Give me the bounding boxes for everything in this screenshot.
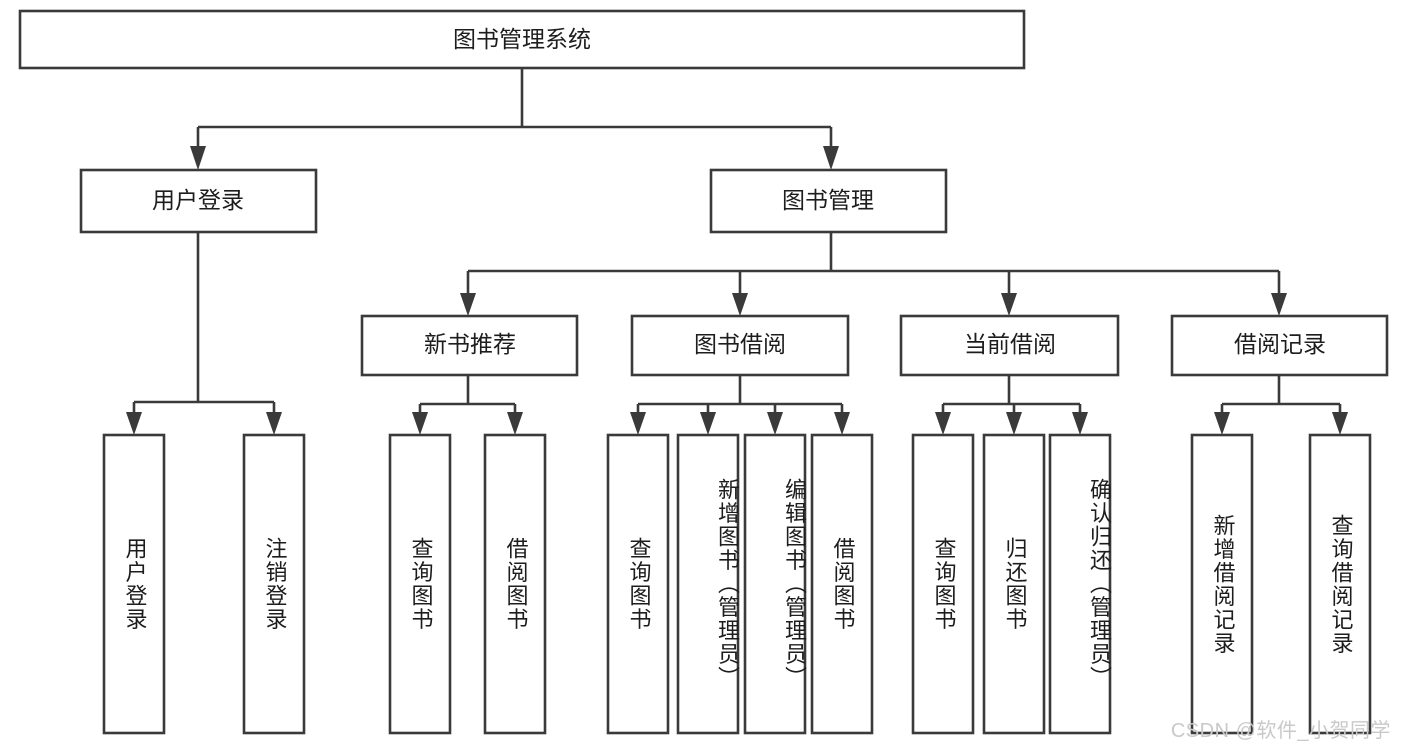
connector-group-userlogin-to-leaves: [126, 232, 282, 435]
arrowhead-new-book-rec: [460, 293, 476, 316]
node-user-login-label: 用户登录: [152, 187, 244, 213]
arrowhead-leaf-br-query: [1332, 412, 1348, 435]
leaf-box-br-query-record[interactable]: [1308, 433, 1372, 735]
node-book-management-box[interactable]: [709, 168, 948, 234]
arrowhead-leaf-nbr-borrow: [507, 412, 523, 435]
arrowhead-book-mgmt: [823, 146, 839, 170]
arrowhead-leaf-br-add: [1214, 412, 1230, 435]
node-current-borrow-label: 当前借阅: [964, 331, 1056, 357]
connector-group-root-to-level1: [190, 68, 839, 170]
arrowhead-user-login: [190, 146, 206, 170]
node-book-management-label: 图书管理: [782, 187, 874, 213]
arrowhead-borrow-record: [1271, 293, 1287, 316]
connector-group-currentborrow-to-leaves: [935, 375, 1088, 435]
leaf-boxes-group: [102, 433, 1372, 735]
arrowhead-leaf-bb-edit: [767, 412, 783, 435]
node-root-label: 图书管理系统: [453, 26, 591, 52]
leaf-box-br-add-record[interactable]: [1190, 433, 1254, 735]
node-book-management[interactable]: 图书管理: [709, 168, 948, 234]
node-borrow-record-label: 借阅记录: [1234, 331, 1326, 357]
node-user-login[interactable]: 用户登录: [79, 168, 318, 234]
arrowhead-leaf-cb-confirm: [1072, 412, 1088, 435]
node-borrow-record[interactable]: 借阅记录: [1170, 314, 1389, 377]
arrowhead-leaf-cb-return: [1006, 412, 1022, 435]
node-book-borrow-label: 图书借阅: [694, 331, 786, 357]
leaf-box-logout[interactable]: [242, 433, 306, 735]
arrowhead-leaf-cb-query: [935, 412, 951, 435]
arrowhead-leaf-user-login: [126, 412, 142, 435]
node-root-book-management-system[interactable]: 图书管理系统: [18, 9, 1026, 70]
node-new-book-recommend-label: 新书推荐: [424, 331, 516, 357]
node-new-book-recommend-box[interactable]: [360, 314, 579, 377]
node-new-book-recommend[interactable]: 新书推荐: [360, 314, 579, 377]
arrowhead-leaf-logout: [266, 412, 282, 435]
connector-group-bookborrow-to-leaves: [630, 375, 850, 435]
arrowhead-leaf-bb-add: [700, 412, 716, 435]
leaf-box-nbr-borrow-book[interactable]: [483, 433, 547, 735]
leaf-box-cb-query-book[interactable]: [911, 433, 975, 735]
node-book-borrow[interactable]: 图书借阅: [630, 314, 850, 377]
node-user-login-box[interactable]: [79, 168, 318, 234]
node-borrow-record-box[interactable]: [1170, 314, 1389, 377]
arrowhead-leaf-bb-query: [630, 412, 646, 435]
arrowhead-leaf-bb-borrow: [834, 412, 850, 435]
arrowhead-book-borrow: [732, 293, 748, 316]
arrowhead-leaf-nbr-query: [412, 412, 428, 435]
leaf-box-nbr-query-book[interactable]: [388, 433, 452, 735]
leaf-box-user-login[interactable]: [102, 433, 166, 735]
connector-group-bookmgmt-to-level2: [460, 232, 1287, 316]
leaf-box-bb-add-book-admin[interactable]: [676, 433, 740, 735]
connector-group-newbookrec-to-leaves: [412, 375, 523, 435]
arrowhead-current-borrow: [1001, 293, 1017, 316]
leaf-box-bb-edit-book-admin[interactable]: [743, 433, 807, 735]
leaf-box-bb-query-book[interactable]: [606, 433, 670, 735]
node-root-box[interactable]: [18, 9, 1026, 70]
leaf-box-bb-borrow-book[interactable]: [810, 433, 874, 735]
node-current-borrow-box[interactable]: [899, 314, 1120, 377]
connector-group-borrowrecord-to-leaves: [1214, 375, 1348, 435]
leaf-box-cb-confirm-return-admin[interactable]: [1048, 433, 1112, 735]
leaf-box-cb-return-book[interactable]: [982, 433, 1046, 735]
node-current-borrow[interactable]: 当前借阅: [899, 314, 1120, 377]
node-book-borrow-box[interactable]: [630, 314, 850, 377]
csdn-watermark: CSDN @软件_小贺同学: [1170, 720, 1391, 742]
